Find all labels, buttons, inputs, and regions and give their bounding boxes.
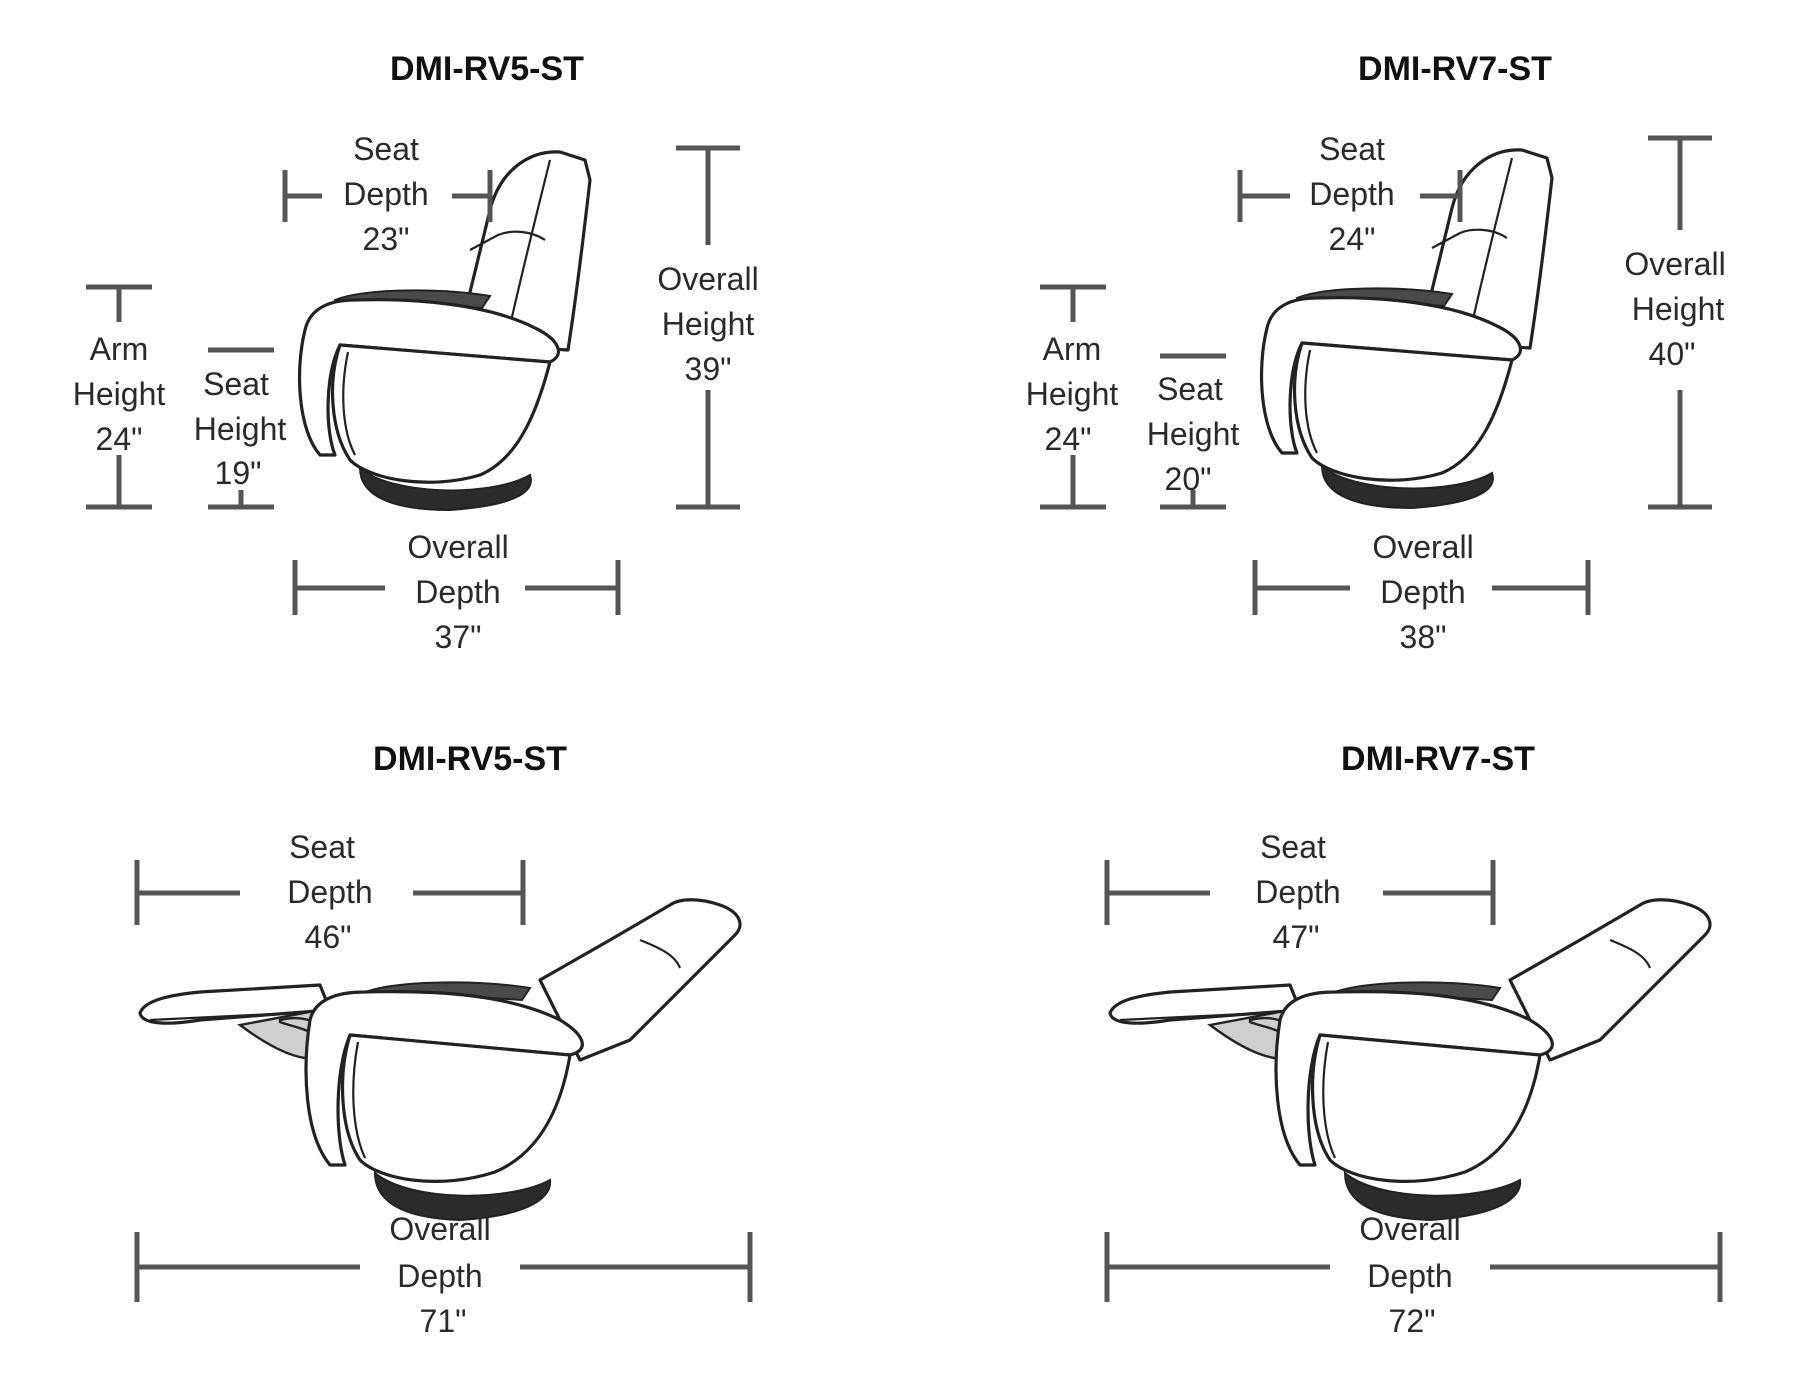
panel-reclined-rv7: DMI-RV7-ST Seat Depth 47" Overall Depth … bbox=[1104, 740, 1723, 1339]
seat-depth-dimension: Seat Depth 24" bbox=[1237, 131, 1463, 257]
dimension-label: Arm bbox=[90, 331, 149, 367]
dimension-label: Seat bbox=[289, 829, 355, 865]
upright-recliner-drawing bbox=[1259, 148, 1554, 510]
overall-depth-dimension: Overall Depth 38" bbox=[1252, 529, 1591, 655]
dimension-value: 40" bbox=[1649, 336, 1696, 372]
dimension-value: 20" bbox=[1165, 461, 1212, 497]
dimension-label: Seat bbox=[353, 131, 419, 167]
dimension-label: Height bbox=[1147, 416, 1240, 452]
seat-depth-dimension: Seat Depth 23" bbox=[282, 131, 493, 257]
seat-depth-dimension: Seat Depth 47" bbox=[1104, 829, 1496, 955]
panel-title: DMI-RV7-ST bbox=[1341, 740, 1535, 778]
dimension-value: 46" bbox=[305, 919, 352, 955]
dimension-label: Depth bbox=[1255, 874, 1340, 910]
overall-height-dimension: Overall Height 40" bbox=[1624, 135, 1726, 510]
dimension-label: Height bbox=[662, 306, 755, 342]
panel-title: DMI-RV5-ST bbox=[373, 740, 567, 778]
dimension-label: Depth bbox=[1380, 574, 1465, 610]
dimension-label: Depth bbox=[343, 176, 428, 212]
panel-upright-rv7: DMI-RV7-ST Seat Depth 24" Overall Height… bbox=[1026, 50, 1726, 655]
arm-height-dimension: Arm Height 24" bbox=[1026, 284, 1119, 510]
dimension-label: Seat bbox=[1260, 829, 1326, 865]
arm-height-dimension: Arm Height 24" bbox=[73, 284, 166, 510]
dimension-value: 23" bbox=[363, 221, 410, 257]
seat-height-dimension: Seat Height 20" bbox=[1147, 353, 1240, 510]
dimension-value: 19" bbox=[215, 455, 262, 491]
panel-title: DMI-RV5-ST bbox=[390, 50, 584, 88]
dimension-value: 72" bbox=[1389, 1303, 1436, 1339]
reclined-recliner-drawing bbox=[1108, 898, 1712, 1222]
seat-height-dimension: Seat Height 19" bbox=[194, 347, 287, 510]
dimension-value: 71" bbox=[420, 1303, 467, 1339]
dimension-label: Arm bbox=[1043, 331, 1102, 367]
dimension-value: 24" bbox=[1329, 221, 1376, 257]
dimension-value: 38" bbox=[1400, 619, 1447, 655]
dimension-value: 24" bbox=[96, 421, 143, 457]
dimension-value: 47" bbox=[1273, 919, 1320, 955]
dimension-label: Overall bbox=[407, 529, 508, 565]
panel-upright-rv5: DMI-RV5-ST Seat Depth 23" Overall Height… bbox=[73, 50, 759, 655]
dimension-value: 37" bbox=[435, 619, 482, 655]
dimension-label: Overall bbox=[1372, 529, 1473, 565]
dimension-label: Overall bbox=[657, 261, 758, 297]
dimension-label: Depth bbox=[1367, 1258, 1452, 1294]
dimension-label: Height bbox=[73, 376, 166, 412]
overall-depth-dimension: Overall Depth 71" bbox=[134, 1211, 753, 1339]
dimension-value: 24" bbox=[1045, 421, 1092, 457]
dimension-label: Overall bbox=[389, 1211, 490, 1247]
overall-depth-dimension: Overall Depth 37" bbox=[292, 529, 621, 655]
dimension-value: 39" bbox=[685, 351, 732, 387]
panel-reclined-rv5: DMI-RV5-ST Seat Depth 46" Overall Depth … bbox=[134, 740, 753, 1339]
reclined-recliner-drawing bbox=[138, 898, 742, 1222]
dimension-label: Seat bbox=[1319, 131, 1385, 167]
dimension-label: Overall bbox=[1359, 1211, 1460, 1247]
overall-depth-dimension: Overall Depth 72" bbox=[1104, 1211, 1723, 1339]
dimension-label: Depth bbox=[1309, 176, 1394, 212]
overall-height-dimension: Overall Height 39" bbox=[657, 145, 759, 510]
dimension-label: Depth bbox=[287, 874, 372, 910]
dimension-label: Seat bbox=[1157, 371, 1223, 407]
dimension-label: Depth bbox=[415, 574, 500, 610]
dimension-label: Height bbox=[1026, 376, 1119, 412]
dimension-label: Overall bbox=[1624, 246, 1725, 282]
dimension-label: Height bbox=[1632, 291, 1725, 327]
dimension-label: Seat bbox=[203, 366, 269, 402]
dimension-label: Depth bbox=[397, 1258, 482, 1294]
panel-title: DMI-RV7-ST bbox=[1358, 50, 1552, 88]
seat-depth-dimension: Seat Depth 46" bbox=[134, 829, 526, 955]
dimension-label: Height bbox=[194, 411, 287, 447]
